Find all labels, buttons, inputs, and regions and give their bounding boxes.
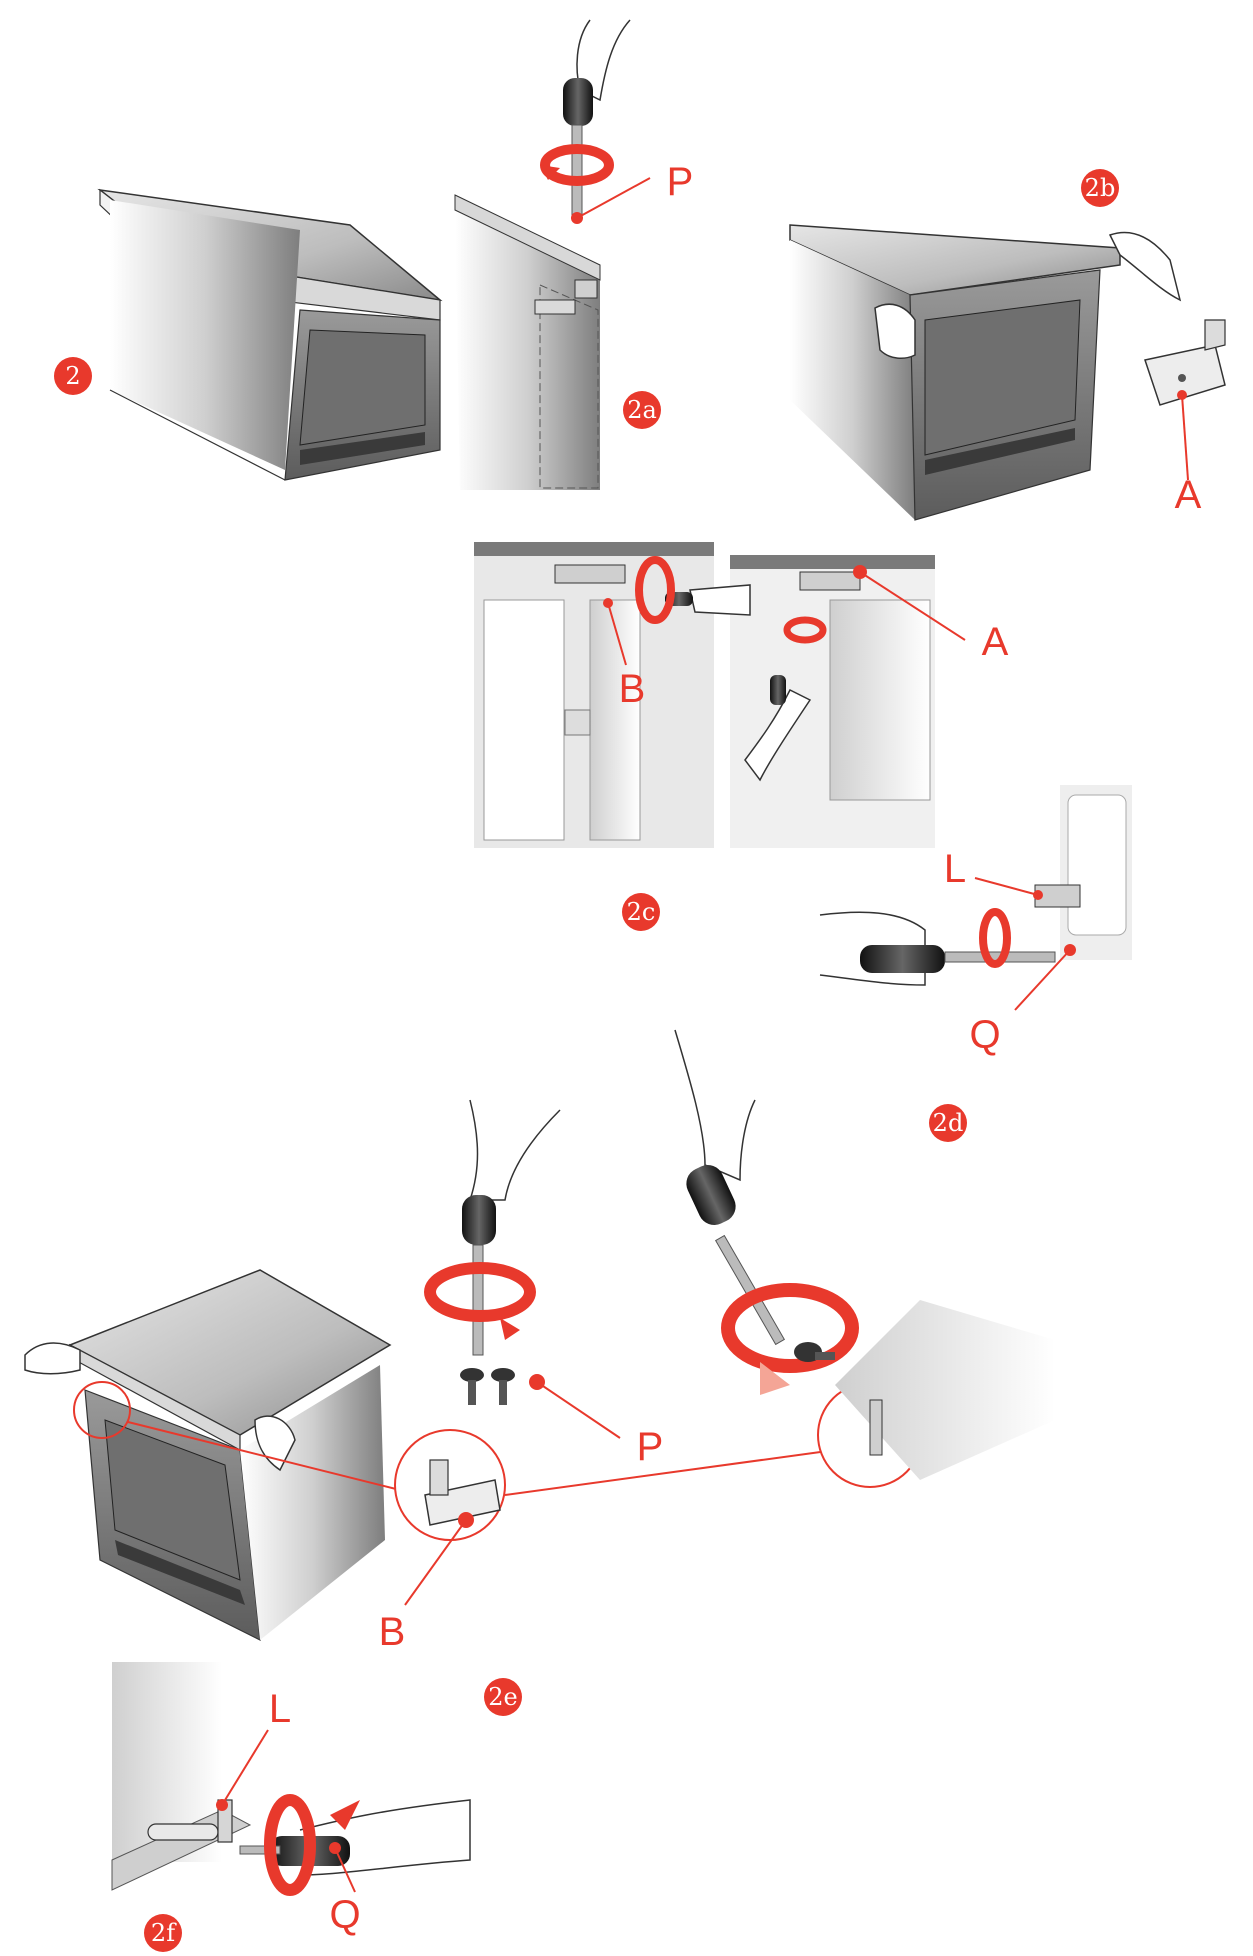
step-2-badge: 2: [54, 357, 92, 395]
svg-text:2a: 2a: [627, 396, 657, 424]
step-2-appliance: [97, 188, 443, 481]
step-2a-appliance: [454, 194, 601, 490]
screwdriver-icon: [563, 19, 631, 216]
screw-icon: [460, 1342, 835, 1405]
step-2d-panel: [1034, 785, 1132, 960]
step-2c-right-panel: [730, 555, 935, 848]
bracket-icon: [424, 1300, 1055, 1526]
step-2e-badge: 2e: [484, 1678, 522, 1716]
rotation-arrow-icon: [264, 1794, 360, 1896]
svg-text:B: B: [619, 667, 646, 711]
callout-B-mid: B: [603, 598, 645, 711]
callout-Q-mid: Q: [969, 944, 1076, 1057]
screwdriver-icon: [819, 911, 1056, 986]
step-2b-badge: 2b: [1081, 169, 1119, 207]
step-2f-badge: 2f: [144, 1914, 182, 1952]
svg-text:B: B: [379, 1610, 406, 1654]
svg-text:L: L: [944, 847, 966, 891]
svg-text:Q: Q: [329, 1893, 360, 1937]
callout-L-bottom: L: [216, 1687, 291, 1811]
step-2c-left-panel: [474, 542, 714, 848]
screwdriver-icon: [462, 1029, 786, 1356]
rotation-arrow-icon: [540, 144, 614, 186]
svg-text:2c: 2c: [627, 898, 656, 926]
rotation-arrow-icon: [635, 556, 827, 644]
svg-text:2b: 2b: [1085, 174, 1116, 202]
svg-text:A: A: [1175, 473, 1202, 517]
callout-A-right: A: [1175, 390, 1202, 517]
hand-icon: [24, 1342, 296, 1472]
callout-L-mid: L: [944, 847, 1043, 900]
svg-text:2e: 2e: [488, 1683, 517, 1711]
svg-text:2f: 2f: [151, 1919, 177, 1947]
svg-text:P: P: [637, 1425, 664, 1469]
svg-text:Q: Q: [969, 1013, 1000, 1057]
callout-P-top: P: [571, 160, 693, 224]
svg-text:A: A: [982, 620, 1009, 664]
rotation-arrow-icon: [979, 908, 1011, 968]
step-2f-panel: [111, 1662, 252, 1891]
hand-icon: [874, 231, 1182, 360]
step-2c-badge: 2c: [622, 893, 660, 931]
callout-P-bottom: P: [529, 1374, 663, 1469]
svg-text:P: P: [667, 160, 694, 204]
rotation-arrow-icon: [424, 1262, 859, 1395]
callout-B-bottom: B: [379, 1512, 474, 1654]
bracket-icon: [1144, 319, 1226, 406]
callout-A-mid: A: [853, 565, 1009, 664]
step-2a-badge: 2a: [623, 391, 661, 429]
svg-text:2d: 2d: [933, 1109, 964, 1137]
svg-text:2: 2: [65, 362, 80, 390]
svg-text:L: L: [269, 1687, 291, 1731]
callout-Q-bottom: Q: [329, 1842, 361, 1937]
step-2d-badge: 2d: [929, 1104, 967, 1142]
step-2b-appliance: [789, 224, 1121, 521]
step-2e-appliance: [68, 1269, 392, 1642]
